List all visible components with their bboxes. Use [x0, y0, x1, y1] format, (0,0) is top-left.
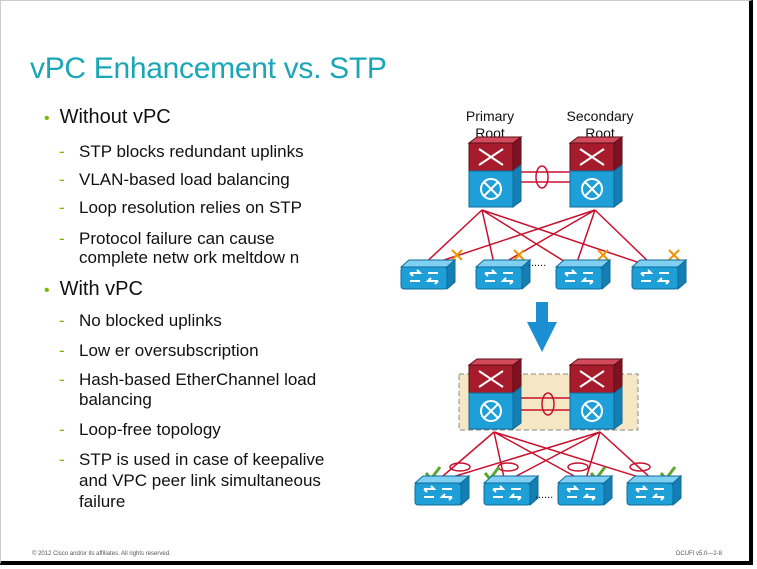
secondary-root-switch — [569, 136, 623, 208]
bullet-with-vpc: •With vPC — [44, 278, 143, 300]
sub-bullet-cont: complete netw ork meltdow n — [79, 248, 300, 267]
sub-bullet: -Loop resolution relies on STP — [59, 198, 303, 217]
slide-title: vPC Enhancement vs. STP — [30, 52, 387, 85]
access-switch-icon — [555, 259, 611, 290]
sub-bullet: -Low er oversubscription — [59, 341, 259, 360]
copyright-footer: © 2012 Cisco and/or its affiliates. All … — [32, 551, 171, 557]
more-switches-ellipsis: ...... — [528, 257, 546, 269]
transition-arrow-icon — [527, 302, 557, 352]
course-code-footer: DCUFI v5.0—2-8 — [676, 551, 723, 557]
sub-bullet-cont: and VPC peer link simultaneous — [79, 471, 321, 490]
sub-bullet-cont: failure — [79, 492, 126, 511]
primary-root-label-line1: Primary — [466, 108, 514, 124]
sub-bullet: -STP blocks redundant uplinks — [59, 142, 304, 161]
access-switch-icon — [626, 475, 682, 506]
secondary-root-label-line1: Secondary — [567, 108, 634, 124]
more-switches-ellipsis: ...... — [535, 489, 553, 501]
sub-bullet: -No blocked uplinks — [59, 311, 222, 330]
vpc-peer-switch-primary — [468, 358, 522, 430]
blocked-link-icons — [451, 249, 680, 261]
bullet-without-vpc: •Without vPC — [44, 106, 171, 128]
access-switch-icon — [414, 475, 470, 506]
sub-bullet: -VLAN-based load balancing — [59, 170, 290, 189]
vpc-vs-stp-diagram: Primary Root Secondary Root ...... — [400, 108, 687, 506]
access-switch-icon — [483, 475, 539, 506]
access-switch-icon — [557, 475, 613, 506]
vpc-peer-switch-secondary — [569, 358, 623, 430]
sub-bullet: -Hash-based EtherChannel load — [59, 370, 317, 389]
sub-bullet: -STP is used in case of keepalive — [59, 450, 325, 469]
sub-bullet: -Loop-free topology — [59, 420, 221, 439]
stp-links — [419, 165, 656, 269]
sub-bullet-cont: balancing — [79, 390, 152, 409]
access-switch-icon — [631, 259, 687, 290]
access-switch-icon — [475, 259, 531, 290]
access-switch-icon — [400, 259, 456, 290]
sub-bullet: -Protocol failure can cause — [59, 229, 275, 248]
primary-root-switch — [468, 136, 522, 208]
